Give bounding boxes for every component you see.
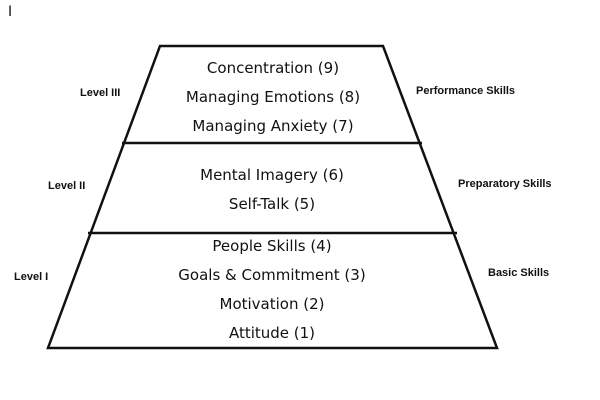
tier-item: Self-Talk (5) <box>229 195 315 213</box>
level-label-1: Level I <box>14 271 48 283</box>
tier-item: Mental Imagery (6) <box>200 166 344 184</box>
level-label-2: Level II <box>48 180 85 192</box>
tier-item: People Skills (4) <box>212 237 331 255</box>
tier-item: Managing Emotions (8) <box>186 88 360 106</box>
category-label-preparatory: Preparatory Skills <box>458 178 552 190</box>
tier-level-2: Level II Preparatory Skills Mental Image… <box>48 166 552 213</box>
tier-level-3: Level III Performance Skills Concentrati… <box>80 59 515 135</box>
category-label-performance: Performance Skills <box>416 85 515 97</box>
pyramid-outline <box>46 44 499 350</box>
tier-item: Managing Anxiety (7) <box>192 117 353 135</box>
tier-level-1: Level I Basic Skills People Skills (4) G… <box>14 237 549 342</box>
category-label-basic: Basic Skills <box>488 267 549 279</box>
tier-item: Goals & Commitment (3) <box>178 266 365 284</box>
tier-item: Attitude (1) <box>229 324 315 342</box>
tier-item: Concentration (9) <box>207 59 339 77</box>
tier-item: Motivation (2) <box>220 295 325 313</box>
corner-mark: I <box>8 4 13 20</box>
level-label-3: Level III <box>80 87 120 99</box>
